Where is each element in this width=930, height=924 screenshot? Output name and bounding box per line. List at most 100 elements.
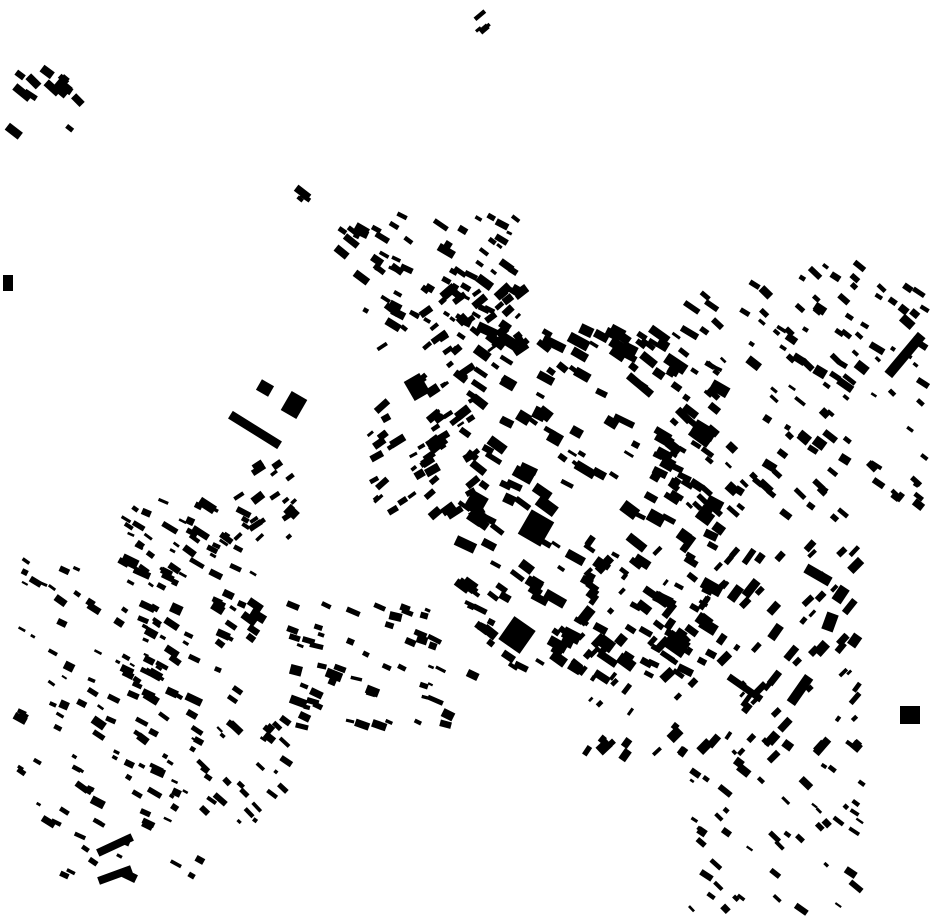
building [603, 414, 620, 430]
building [439, 381, 447, 388]
building [190, 724, 204, 736]
building [822, 381, 831, 390]
building [689, 767, 702, 779]
building [703, 528, 719, 542]
building [47, 679, 56, 687]
building [812, 736, 832, 757]
building [890, 493, 900, 503]
building [682, 393, 691, 402]
building [439, 719, 452, 729]
building [400, 324, 409, 332]
building [472, 344, 492, 362]
building [848, 545, 861, 558]
building [724, 481, 740, 497]
building [73, 831, 87, 841]
building [842, 393, 850, 401]
building [829, 271, 842, 283]
building [713, 561, 723, 572]
building [453, 535, 478, 554]
building [28, 575, 43, 588]
building [909, 308, 921, 320]
building [868, 341, 886, 356]
building [71, 764, 82, 773]
building [369, 475, 380, 485]
building [114, 659, 121, 665]
building [605, 738, 616, 749]
building [724, 461, 733, 469]
building [16, 767, 27, 777]
building [142, 654, 156, 666]
building [776, 324, 788, 334]
building [551, 627, 561, 637]
building [480, 537, 498, 552]
building [849, 281, 859, 291]
building [664, 438, 683, 456]
building [635, 599, 653, 616]
building [212, 792, 228, 807]
building [278, 736, 291, 748]
building [761, 458, 778, 473]
building [556, 564, 566, 573]
building [724, 730, 733, 741]
building [647, 658, 660, 669]
building [821, 262, 830, 270]
building [465, 414, 476, 424]
building [170, 778, 179, 785]
building [131, 681, 143, 690]
building [185, 708, 199, 720]
building [271, 720, 283, 732]
building [677, 746, 689, 758]
building [776, 448, 789, 460]
building [494, 233, 509, 246]
building [768, 830, 782, 844]
building [285, 533, 293, 540]
building [222, 776, 232, 787]
building [560, 478, 574, 489]
building [245, 632, 257, 644]
building [717, 783, 733, 798]
building [851, 349, 860, 357]
building [638, 625, 654, 638]
building [418, 304, 434, 319]
building [132, 566, 152, 580]
building [871, 477, 886, 490]
building [846, 669, 853, 676]
building [168, 793, 175, 799]
building [381, 662, 392, 672]
building [192, 736, 205, 747]
building [594, 554, 615, 575]
building [850, 714, 859, 723]
building [437, 429, 451, 442]
building [647, 635, 658, 647]
building [12, 711, 28, 725]
building [373, 493, 384, 504]
building [915, 376, 930, 390]
building [677, 445, 687, 454]
building [435, 665, 447, 674]
building [240, 611, 258, 627]
building [696, 738, 714, 756]
building [240, 515, 250, 524]
building [249, 515, 259, 524]
building [465, 449, 480, 462]
building [766, 600, 782, 616]
building [912, 286, 926, 299]
building [440, 708, 456, 722]
building [471, 293, 489, 310]
building [803, 563, 833, 587]
building [206, 795, 218, 806]
building [30, 633, 36, 639]
building [413, 468, 426, 481]
building [250, 463, 267, 476]
building [495, 582, 509, 594]
building [831, 584, 850, 605]
building [916, 398, 925, 407]
building [703, 389, 713, 398]
building [21, 580, 29, 586]
building [699, 577, 724, 598]
building [781, 796, 791, 806]
building [228, 720, 244, 736]
building [541, 539, 553, 549]
building [224, 619, 238, 631]
building [145, 550, 156, 560]
